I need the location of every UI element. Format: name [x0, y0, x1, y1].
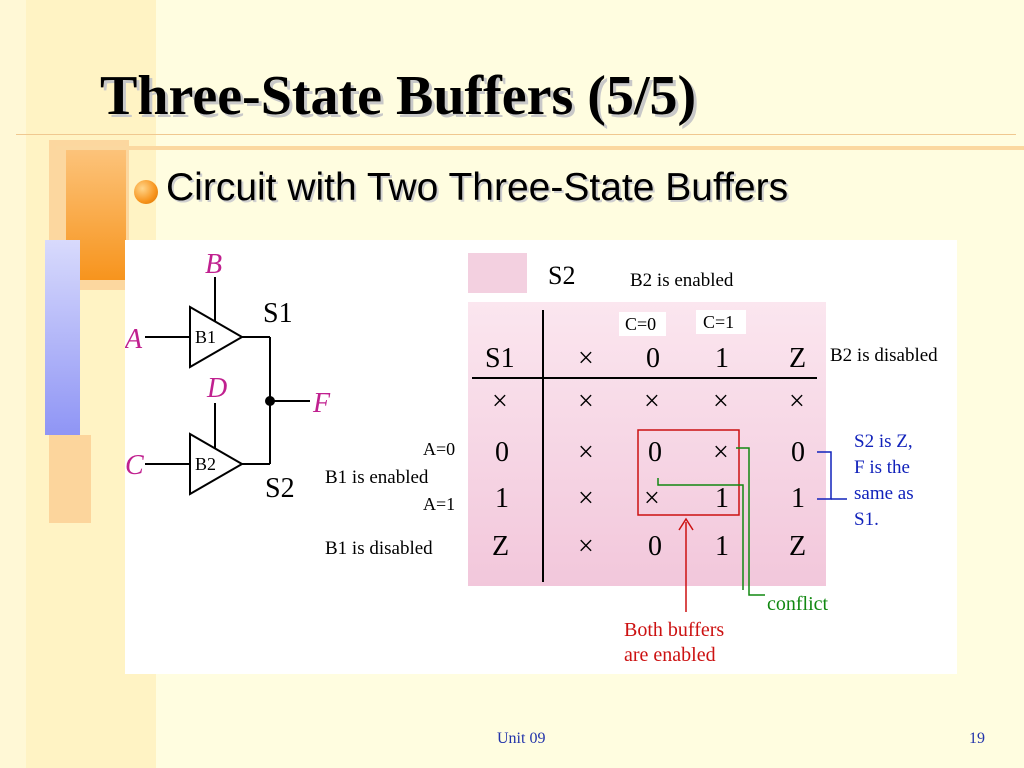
a0-label: A=0: [423, 439, 455, 459]
row0-cell3: ×: [713, 386, 729, 417]
circuit-figure: B A B1 S1 D F C B2 S2 S2 B2 is enabled C…: [123, 249, 938, 666]
c0-box: [619, 312, 666, 336]
label-a: A: [125, 324, 143, 355]
col-header-0: 0: [646, 343, 660, 374]
deco-strip-cream-left: [0, 0, 26, 768]
row1-s1: 0: [495, 437, 509, 468]
row2-cell3: 1: [715, 483, 729, 514]
row0-s1: ×: [492, 386, 508, 417]
row3-cell3: 1: [715, 531, 729, 562]
conflict-box: [637, 429, 740, 516]
c1-box: [696, 310, 746, 334]
b1-enabled-label: B1 is enabled: [325, 467, 429, 488]
row2-cell2: ×: [644, 483, 660, 514]
title-rule: [16, 134, 1016, 135]
col-header-x: ×: [578, 343, 594, 374]
label-d: D: [206, 373, 227, 404]
c1-label: C=1: [703, 312, 734, 332]
b1-disabled-label: B1 is disabled: [325, 538, 433, 559]
c0-label: C=0: [625, 314, 656, 334]
conflict-label: conflict: [767, 593, 829, 615]
row2-cell1: ×: [578, 483, 594, 514]
row0-cell4: ×: [789, 386, 805, 417]
a1-label: A=1: [423, 494, 455, 514]
col-header-1: 1: [715, 343, 729, 374]
deco-block-peach-low: [49, 435, 91, 523]
both-enabled-arrowhead: [678, 517, 694, 531]
label-c: C: [125, 450, 144, 481]
note-line2: F is the: [854, 457, 910, 478]
row2-cell4: 1: [791, 483, 805, 514]
note-bracket: [817, 451, 832, 500]
row3-s1: Z: [492, 531, 509, 562]
col-header-s1: S1: [485, 343, 515, 374]
truth-table: S2 B2 is enabled C=0 C=1 S1 × 0 1 Z B2 i…: [325, 253, 938, 666]
figure-panel: B A B1 S1 D F C B2 S2 S2 B2 is enabled C…: [123, 240, 957, 674]
label-s1: S1: [263, 298, 293, 329]
s2-header: S2: [548, 261, 575, 290]
bullet-text: Circuit with Two Three-State Buffers: [166, 166, 789, 209]
conflict-connector-lower: [657, 478, 744, 590]
label-b1: B1: [195, 327, 216, 347]
page-title: Three-State Buffers (5/5): [100, 65, 697, 127]
label-b: B: [205, 249, 222, 280]
row1-cell3: ×: [713, 437, 729, 468]
row3-cell1: ×: [578, 531, 594, 562]
s2-header-bg: [468, 253, 527, 293]
row2-s1: 1: [495, 483, 509, 514]
row1-cell2: 0: [648, 437, 662, 468]
label-s2: S2: [265, 473, 295, 504]
note-line4: S1.: [854, 509, 879, 530]
title-rule-thick: [56, 146, 1024, 150]
note-line3: same as: [854, 483, 914, 504]
b2-disabled-label: B2 is disabled: [830, 345, 938, 366]
col-header-z: Z: [789, 343, 806, 374]
row1-cell1: ×: [578, 437, 594, 468]
row0-cell1: ×: [578, 386, 594, 417]
footer-page-number: 19: [969, 730, 985, 747]
row3-cell4: Z: [789, 531, 806, 562]
row0-cell2: ×: [644, 386, 660, 417]
label-b2: B2: [195, 454, 216, 474]
both-enabled-line2: are enabled: [624, 644, 716, 666]
table-bg: [468, 302, 826, 586]
both-enabled-line1: Both buffers: [624, 619, 724, 641]
deco-block-blue: [45, 240, 80, 435]
label-f: F: [312, 388, 331, 419]
row3-cell2: 0: [648, 531, 662, 562]
note-line1: S2 is Z,: [854, 431, 913, 452]
circuit-diagram: B A B1 S1 D F C B2 S2: [123, 249, 331, 504]
bullet-icon: [134, 180, 158, 204]
b2-enabled-label: B2 is enabled: [630, 270, 734, 291]
row1-cell4: 0: [791, 437, 805, 468]
conflict-connector-upper: [736, 447, 765, 596]
footer-unit: Unit 09: [497, 730, 546, 747]
